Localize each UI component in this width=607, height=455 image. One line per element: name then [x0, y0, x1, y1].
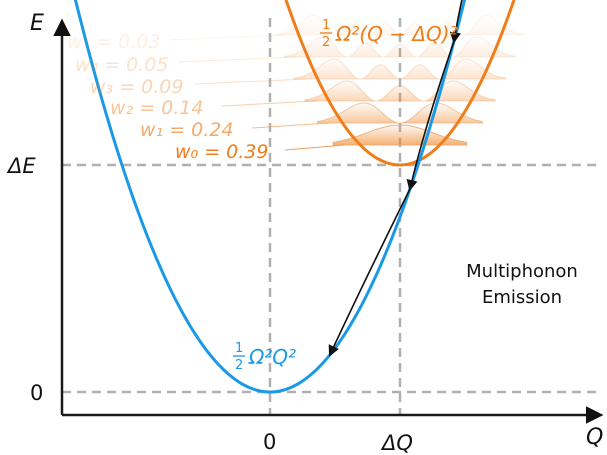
excited-label-expr: Ω²(Q − ΔQ)² — [335, 22, 458, 46]
ground-label-expr: Ω²Q² — [248, 345, 296, 369]
excited-state-curve — [284, 0, 516, 167]
y-tick-de: ΔE — [6, 154, 36, 178]
wavefunction-density — [275, 14, 526, 36]
x-axis-label: Q — [586, 425, 603, 450]
wavefunction-density — [283, 36, 517, 58]
wavefunction-density — [293, 58, 507, 80]
weight-label: w₁ = 0.24 — [140, 119, 233, 141]
wavefunction-density — [316, 102, 484, 124]
weight-leader-line — [169, 34, 288, 41]
annotation-line1: Multiphonon — [466, 261, 578, 282]
weight-leader-line — [284, 144, 346, 151]
wavefunction-density — [304, 80, 496, 102]
y-tick-zero: 0 — [30, 381, 43, 405]
wavefunctions — [275, 14, 526, 146]
ground-state-curve — [73, 0, 467, 394]
emission-arrow — [449, 0, 463, 44]
y-axis-label: E — [30, 11, 44, 36]
weight-leader-line — [177, 56, 297, 63]
excited-label-num: 1 — [322, 18, 330, 33]
weight-labels: w₅ = 0.03 w₄ = 0.05 w₃ = 0.09 w₂ = 0.14 … — [67, 31, 268, 163]
weight-leader-line — [194, 78, 306, 85]
weight-label: w₄ = 0.05 — [75, 54, 168, 76]
x-tick-zero: 0 — [263, 430, 276, 454]
axes: E Q ΔE 0 0 ΔQ — [6, 11, 604, 455]
weight-label: w₅ = 0.03 — [67, 31, 160, 53]
weight-label: w₃ = 0.09 — [90, 76, 183, 98]
emission-arrow — [406, 41, 455, 192]
weight-leader-line — [221, 100, 317, 107]
ground-label-num: 1 — [235, 341, 243, 356]
weight-label: w₀ = 0.39 — [175, 141, 268, 163]
emission-arrows — [328, 0, 463, 357]
multiphonon-annotation: Multiphonon Emission — [466, 261, 578, 308]
emission-arrow — [328, 188, 411, 357]
weight-leaders — [169, 34, 346, 151]
ground-curve-label: 1 2 Ω²Q² — [233, 341, 296, 373]
x-tick-dq: ΔQ — [380, 431, 413, 455]
weight-label: w₂ = 0.14 — [110, 97, 203, 119]
ground-label-den: 2 — [235, 358, 243, 373]
weight-leader-line — [251, 122, 330, 129]
annotation-line2: Emission — [482, 287, 562, 308]
excited-label-den: 2 — [322, 35, 330, 50]
excited-curve-label: 1 2 Ω²(Q − ΔQ)² — [320, 18, 458, 50]
